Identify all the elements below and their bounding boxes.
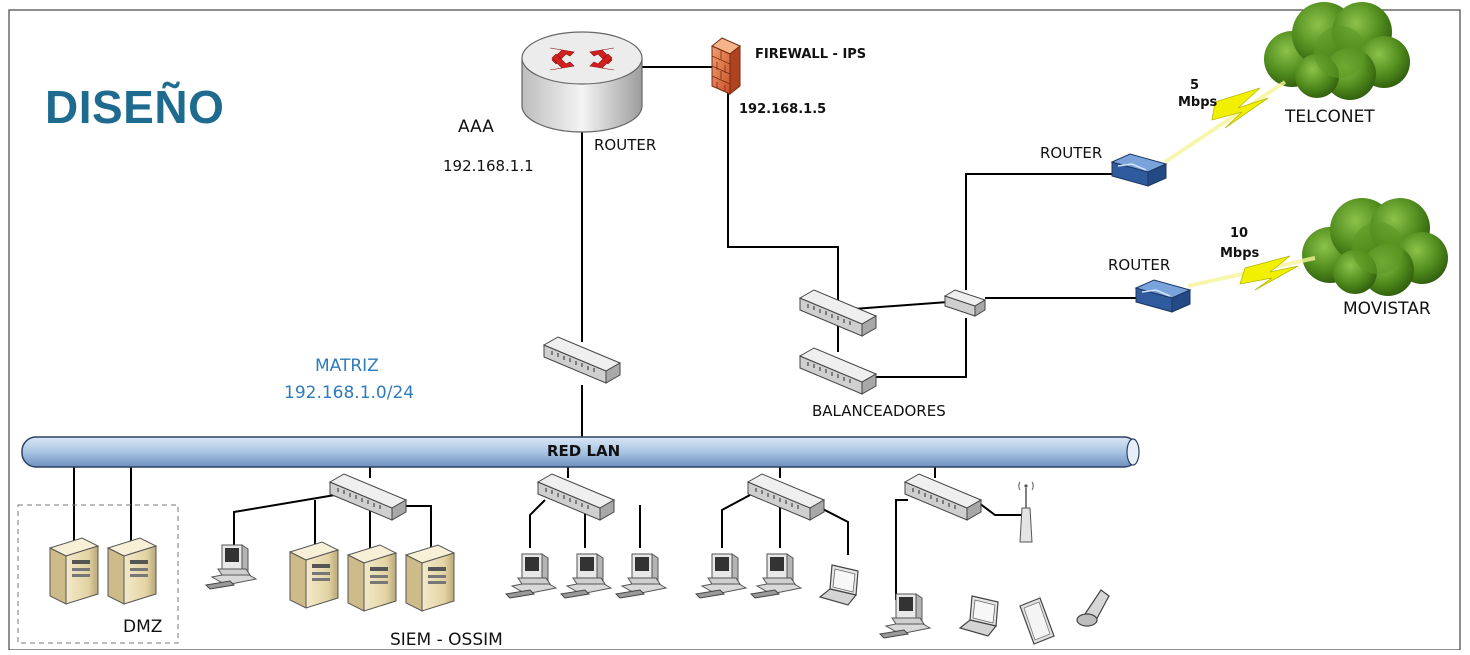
matriz-label: MATRIZ [315,356,379,376]
page-title: DISEÑO [45,81,225,133]
dmz-label: DMZ [123,617,163,637]
network-links [73,66,1138,600]
cloud-icon [1302,198,1448,296]
router-icon [1111,153,1167,187]
tablet-icon [1019,597,1055,645]
server-icon [49,537,99,605]
workstation-icon [750,553,802,599]
workstation-icon [560,553,612,599]
router-icon [1135,279,1191,313]
lan-bus [21,436,1140,468]
balancer-switch-icon [799,347,877,395]
server-icon [405,544,455,612]
cloud-icon [1264,2,1410,100]
router-ip-label: 192.168.1.1 [443,157,534,175]
lightning-icon [1187,255,1316,291]
firewall-label: FIREWALL - IPS [755,47,867,62]
access-point-icon [1018,481,1034,543]
isp-label-movistar: MOVISTAR [1343,299,1431,319]
switch-icon [904,473,982,521]
wan-router-label-movistar: ROUTER [1108,256,1171,274]
workstation-icon [879,593,931,639]
switch-icon [543,336,621,384]
wan-speed-value-movistar: 10 [1230,226,1249,241]
server-icon [289,541,339,609]
wan-speed-value-telconet: 5 [1190,78,1200,93]
dmz-zone [17,504,179,644]
firewall-icon [711,37,741,96]
wan-speed-unit-movistar: Mbps [1220,246,1260,261]
firewall-ip-label: 192.168.1.5 [739,102,827,117]
router-label: ROUTER [594,136,657,154]
workstation-icon [505,553,557,599]
switch-icon [537,473,615,521]
laptop-icon [959,595,999,637]
isp-label-telconet: TELCONET [1285,107,1375,127]
workstation-icon [695,553,747,599]
wan-speed-unit-telconet: Mbps [1178,95,1218,110]
aaa-label: AAA [458,117,494,137]
lan-bus-label: RED LAN [547,442,621,460]
balanceadores-label: BALANCEADORES [812,402,946,420]
switch-icon [747,473,825,521]
matriz-subnet-label: 192.168.1.0/24 [284,383,415,403]
router-icon [521,31,643,133]
hub-icon [943,289,987,317]
server-icon [347,544,397,612]
server-icon [107,537,157,605]
siem-label: SIEM - OSSIM [390,630,503,650]
phone-icon [1076,589,1110,627]
workstation-icon [205,544,257,590]
laptop-icon [819,564,859,606]
lightning-icon [1163,80,1287,164]
wan-router-label-telconet: ROUTER [1040,144,1103,162]
workstation-icon [615,553,667,599]
switch-icon [329,473,407,521]
